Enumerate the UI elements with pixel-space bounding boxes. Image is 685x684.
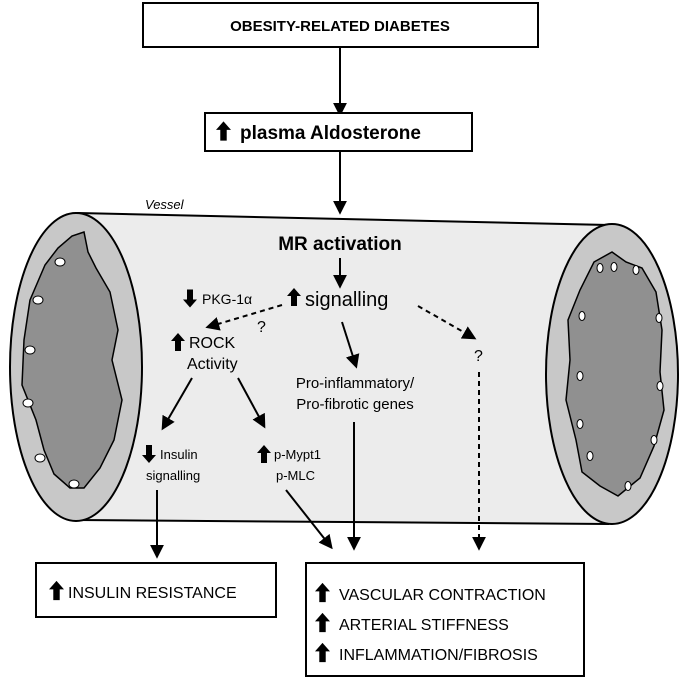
question-mark-right: ?	[474, 348, 483, 365]
pmypt-line1: p-Mypt1	[274, 447, 321, 462]
rock-line1: ROCK	[189, 335, 236, 352]
insulin-line2: signalling	[146, 468, 200, 483]
title-text: OBESITY-RELATED DIABETES	[230, 18, 450, 35]
outcome-1-text: VASCULAR CONTRACTION	[339, 587, 546, 604]
insulin-resistance-text: INSULIN RESISTANCE	[68, 585, 237, 602]
vessel-left-cells	[22, 257, 80, 489]
vessel	[9, 211, 679, 526]
dashed-arrow-signalling-to-unknown	[417, 305, 477, 340]
arrow-rock-to-pmypt	[237, 377, 266, 429]
proinflam-line1: Pro-inflammatory/	[296, 375, 415, 392]
aldosterone-box	[204, 112, 473, 152]
arrow-rock-to-insulin	[161, 377, 193, 431]
dashed-arrow-signalling-to-rock	[205, 304, 283, 331]
rock-line2: Activity	[187, 356, 238, 373]
insulin-resistance-box	[35, 562, 277, 618]
aldosterone-text: plasma Aldosterone	[240, 123, 421, 144]
vessel-label: Vessel	[145, 197, 185, 212]
arrow-signalling-to-genes	[341, 321, 360, 369]
proinflam-line2: Pro-fibrotic genes	[296, 396, 414, 413]
outcomes-box	[305, 562, 585, 677]
outcome-2-text: ARTERIAL STIFFNESS	[339, 617, 509, 634]
vessel-right-lumen	[565, 251, 665, 497]
mr-activation-text: MR activation	[278, 234, 402, 255]
pmypt-line2: p-MLC	[276, 468, 315, 483]
outcome-3-text: INFLAMMATION/FIBROSIS	[339, 647, 538, 664]
pkg-text: PKG-1α	[202, 291, 252, 307]
signalling-text: signalling	[305, 289, 388, 311]
question-mark-rock: ?	[257, 319, 266, 336]
vessel-right-cells	[576, 262, 664, 491]
arrow-pmypt-to-outcomes	[285, 489, 333, 550]
vessel-left-lumen	[21, 231, 123, 489]
insulin-line1: Insulin	[160, 447, 198, 462]
title-box	[142, 2, 539, 48]
